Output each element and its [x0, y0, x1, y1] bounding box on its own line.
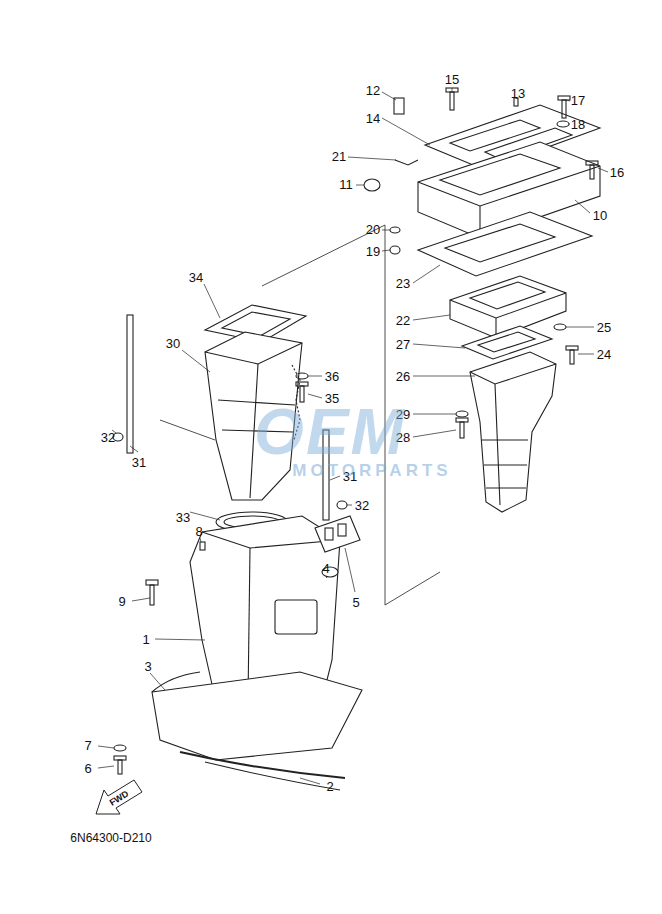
callout-number: 30	[166, 337, 180, 350]
drawing-code: 6N64300-D210	[70, 832, 151, 844]
callout-number: 1	[142, 633, 149, 646]
callout-number: 13	[511, 87, 525, 100]
watermark: MOTORPARTS	[292, 462, 451, 479]
callout-number: 14	[366, 112, 380, 125]
callout-number: 20	[366, 223, 380, 236]
callout-number: 16	[610, 166, 624, 179]
callout-number: 33	[176, 511, 190, 524]
callout-number: 3	[144, 660, 151, 673]
callout-number: 34	[189, 271, 203, 284]
callout-number: 19	[366, 245, 380, 258]
callout-number: 4	[322, 562, 329, 575]
callout-number: 15	[445, 73, 459, 86]
callout-number: 32	[355, 499, 369, 512]
callout-number: 8	[195, 525, 202, 538]
callout-number: 17	[571, 94, 585, 107]
callout-number: 25	[597, 321, 611, 334]
callout-number: 26	[396, 370, 410, 383]
callout-number: 21	[332, 150, 346, 163]
callout-number: 10	[593, 209, 607, 222]
callout-number: 32	[101, 431, 115, 444]
callout-number: 27	[396, 338, 410, 351]
callout-number: 6	[84, 762, 91, 775]
callout-number: 18	[571, 118, 585, 131]
callout-number: 23	[396, 277, 410, 290]
callout-number: 5	[352, 596, 359, 609]
callout-number: 24	[597, 348, 611, 361]
callout-number: 22	[396, 314, 410, 327]
callout-number: 36	[325, 370, 339, 383]
callout-number: 12	[366, 84, 380, 97]
watermark: OEM	[254, 400, 406, 464]
callout-number: 7	[84, 739, 91, 752]
callout-number: 11	[339, 178, 353, 191]
callout-number: 2	[326, 780, 333, 793]
callout-number: 31	[132, 456, 146, 469]
callout-number: 9	[118, 595, 125, 608]
